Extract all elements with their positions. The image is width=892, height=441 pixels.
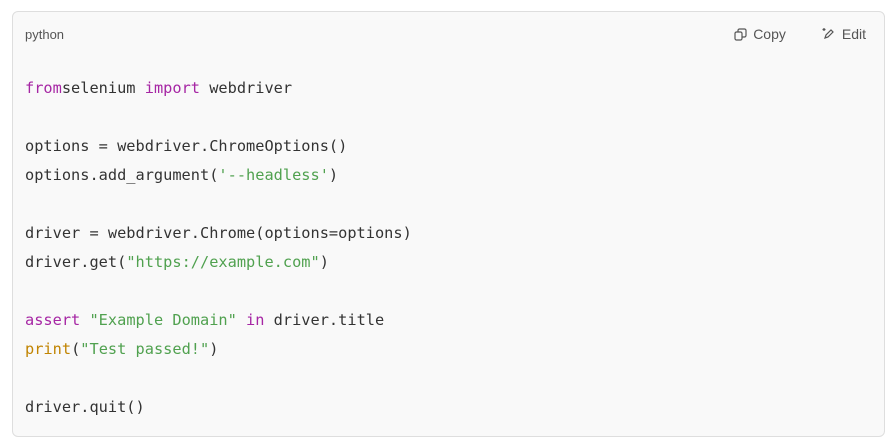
language-label: python — [25, 27, 65, 42]
code-token: options.add_argument( — [25, 166, 219, 184]
code-line — [25, 364, 412, 393]
code-token: "Example Domain" — [80, 311, 237, 329]
code-token: in — [236, 311, 265, 329]
code-line — [25, 103, 412, 132]
code-token: ) — [328, 166, 339, 184]
code-line: driver.get("https://example.com") — [25, 248, 412, 277]
code-token: "Test passed!" — [80, 340, 210, 358]
edit-button[interactable]: Edit — [822, 26, 866, 42]
code-token: selenium — [61, 79, 145, 97]
code-line: driver = webdriver.Chrome(options=option… — [25, 219, 412, 248]
code-token: import — [144, 79, 200, 97]
code-token: assert — [25, 311, 81, 329]
code-token: from — [25, 79, 62, 97]
code-line — [25, 190, 412, 219]
code-token: ( — [71, 340, 81, 358]
code-block: python Copy Edit fromselenium import web… — [12, 11, 885, 437]
code-token: ) — [319, 253, 329, 271]
edit-label: Edit — [841, 26, 866, 42]
code-token: ) — [209, 340, 219, 358]
code-line: print("Test passed!") — [25, 335, 412, 364]
code-token: driver.title — [264, 311, 385, 329]
code-line: options = webdriver.ChromeOptions() — [25, 132, 412, 161]
code-token: print — [25, 340, 72, 358]
code-content: fromselenium import webdriver options = … — [25, 74, 412, 422]
code-token: webdriver — [200, 79, 293, 97]
code-token: driver.get( — [25, 253, 127, 271]
code-token: '--headless' — [218, 166, 329, 184]
code-line — [25, 277, 412, 306]
code-token: driver.quit() — [25, 398, 145, 416]
code-line: fromselenium import webdriver — [25, 74, 412, 103]
code-token: options = webdriver.ChromeOptions() — [25, 137, 348, 155]
pencil-sparkle-icon — [822, 28, 834, 39]
code-token: driver = webdriver.Chrome(options=option… — [25, 224, 412, 242]
code-line: driver.quit() — [25, 393, 412, 422]
code-token: "https://example.com" — [126, 253, 320, 271]
copy-label: Copy — [753, 26, 786, 42]
copy-icon — [734, 27, 747, 41]
code-line: options.add_argument('--headless') — [25, 161, 412, 190]
code-line: assert "Example Domain" in driver.title — [25, 306, 412, 335]
copy-button[interactable]: Copy — [734, 26, 786, 42]
